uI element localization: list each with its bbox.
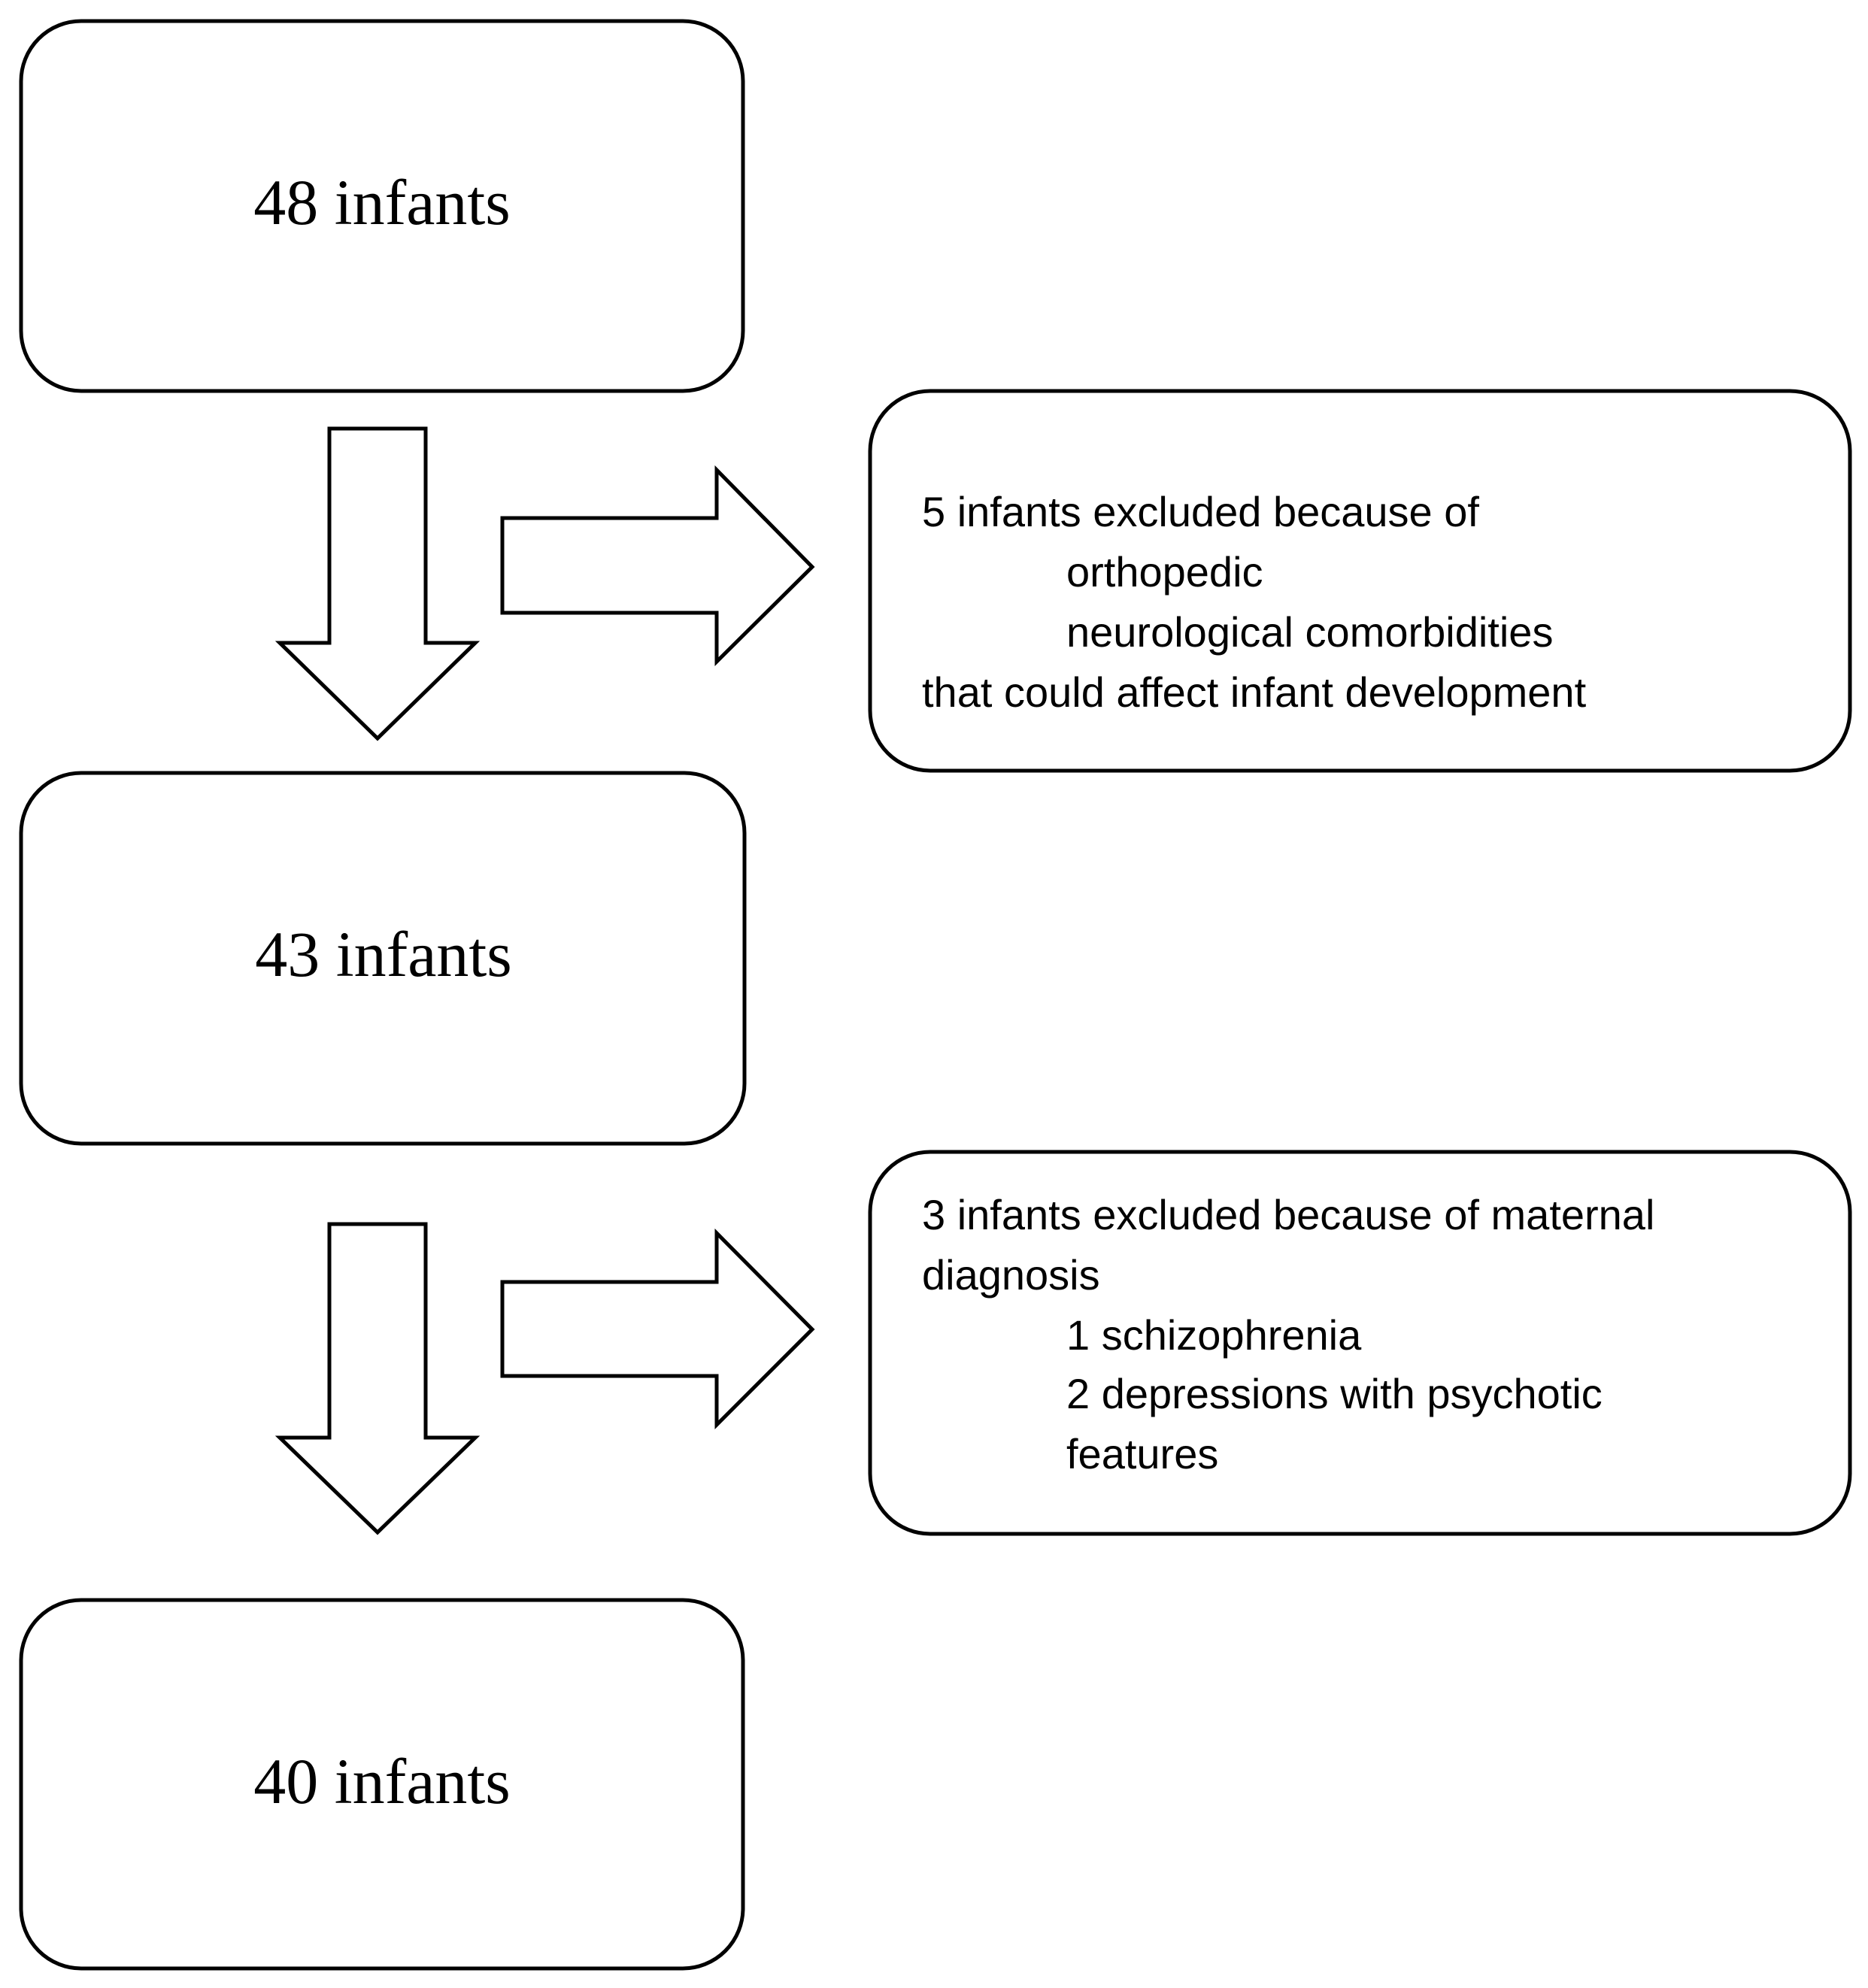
exclusion-1-line-4: that could affect infant development (922, 668, 1587, 716)
stage-label-48: 48 infants (253, 166, 511, 238)
exclusion-1-line-2: orthopedic (1066, 548, 1263, 595)
exclusion-1-line-3: neurological comorbidities (1066, 608, 1553, 656)
exclusion-1-line-1: 5 infants excluded because of (922, 488, 1479, 535)
right-arrow-2 (500, 1228, 815, 1430)
down-arrow-2 (274, 1222, 481, 1535)
exclusion-2-line-4: 2 depressions with psychotic (1066, 1370, 1603, 1417)
stage-label-40: 40 infants (253, 1745, 511, 1817)
stage-label-43: 43 infants (255, 918, 512, 990)
exclusion-box-2: 3 infants excluded because of maternal d… (868, 1150, 1852, 1536)
stage-box-40: 40 infants (19, 1598, 745, 1971)
exclusion-box-1: 5 infants excluded because of orthopedic… (868, 389, 1852, 773)
exclusion-2-line-2: diagnosis (922, 1251, 1100, 1299)
exclusion-2-line-1: 3 infants excluded because of maternal (922, 1191, 1654, 1238)
down-arrow-1 (274, 426, 481, 741)
exclusion-2-line-5: features (1066, 1430, 1218, 1477)
stage-box-43: 43 infants (19, 771, 747, 1146)
exclusion-2-line-3: 1 schizophrenia (1066, 1311, 1362, 1359)
right-arrow-1 (500, 465, 815, 667)
stage-box-48: 48 infants (19, 19, 745, 393)
